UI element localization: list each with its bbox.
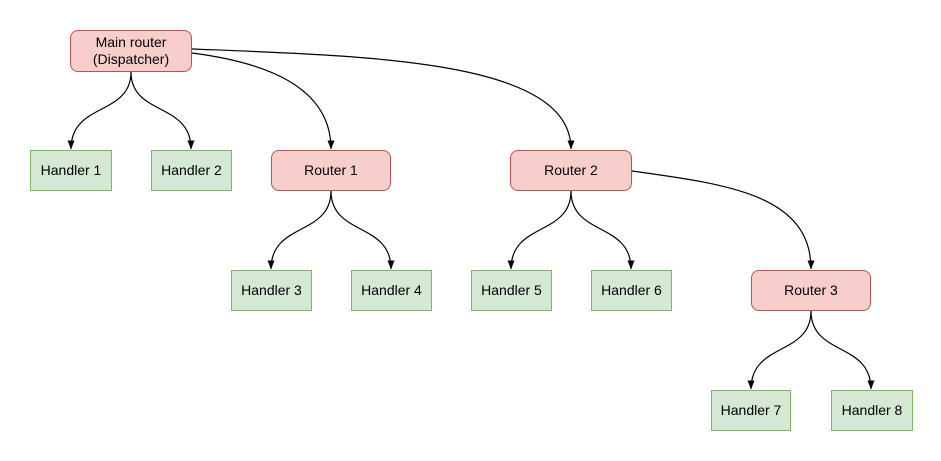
edge-router-2-to-handler-5 [507,190,572,270]
node-router-2: Router 2 [510,150,632,191]
edge-main-router-to-router-2 [191,48,575,150]
node-handler-3: Handler 3 [231,270,312,311]
edge-router-1-to-handler-4 [330,190,395,270]
node-handler-4: Handler 4 [351,270,432,311]
node-handler-6: Handler 6 [591,270,672,311]
edge-router-2-to-handler-6 [570,190,635,270]
node-handler-7: Handler 7 [711,390,791,431]
edge-main-router-to-router-1 [191,52,335,150]
edge-router-1-to-handler-3 [267,190,332,270]
node-handler-8: Handler 8 [831,390,913,431]
node-handler-2: Handler 2 [151,150,232,191]
edge-router-3-to-handler-7 [747,310,812,390]
node-router-3: Router 3 [751,270,871,311]
edge-main-router-to-handler-2 [130,71,195,150]
node-router-1: Router 1 [271,150,391,191]
node-handler-1: Handler 1 [30,150,112,191]
edge-router-2-to-router-3 [631,170,815,270]
edge-router-3-to-handler-8 [810,310,875,390]
edge-main-router-to-handler-1 [67,71,132,150]
node-handler-5: Handler 5 [471,270,552,311]
node-main-router: Main router (Dispatcher) [70,30,192,72]
